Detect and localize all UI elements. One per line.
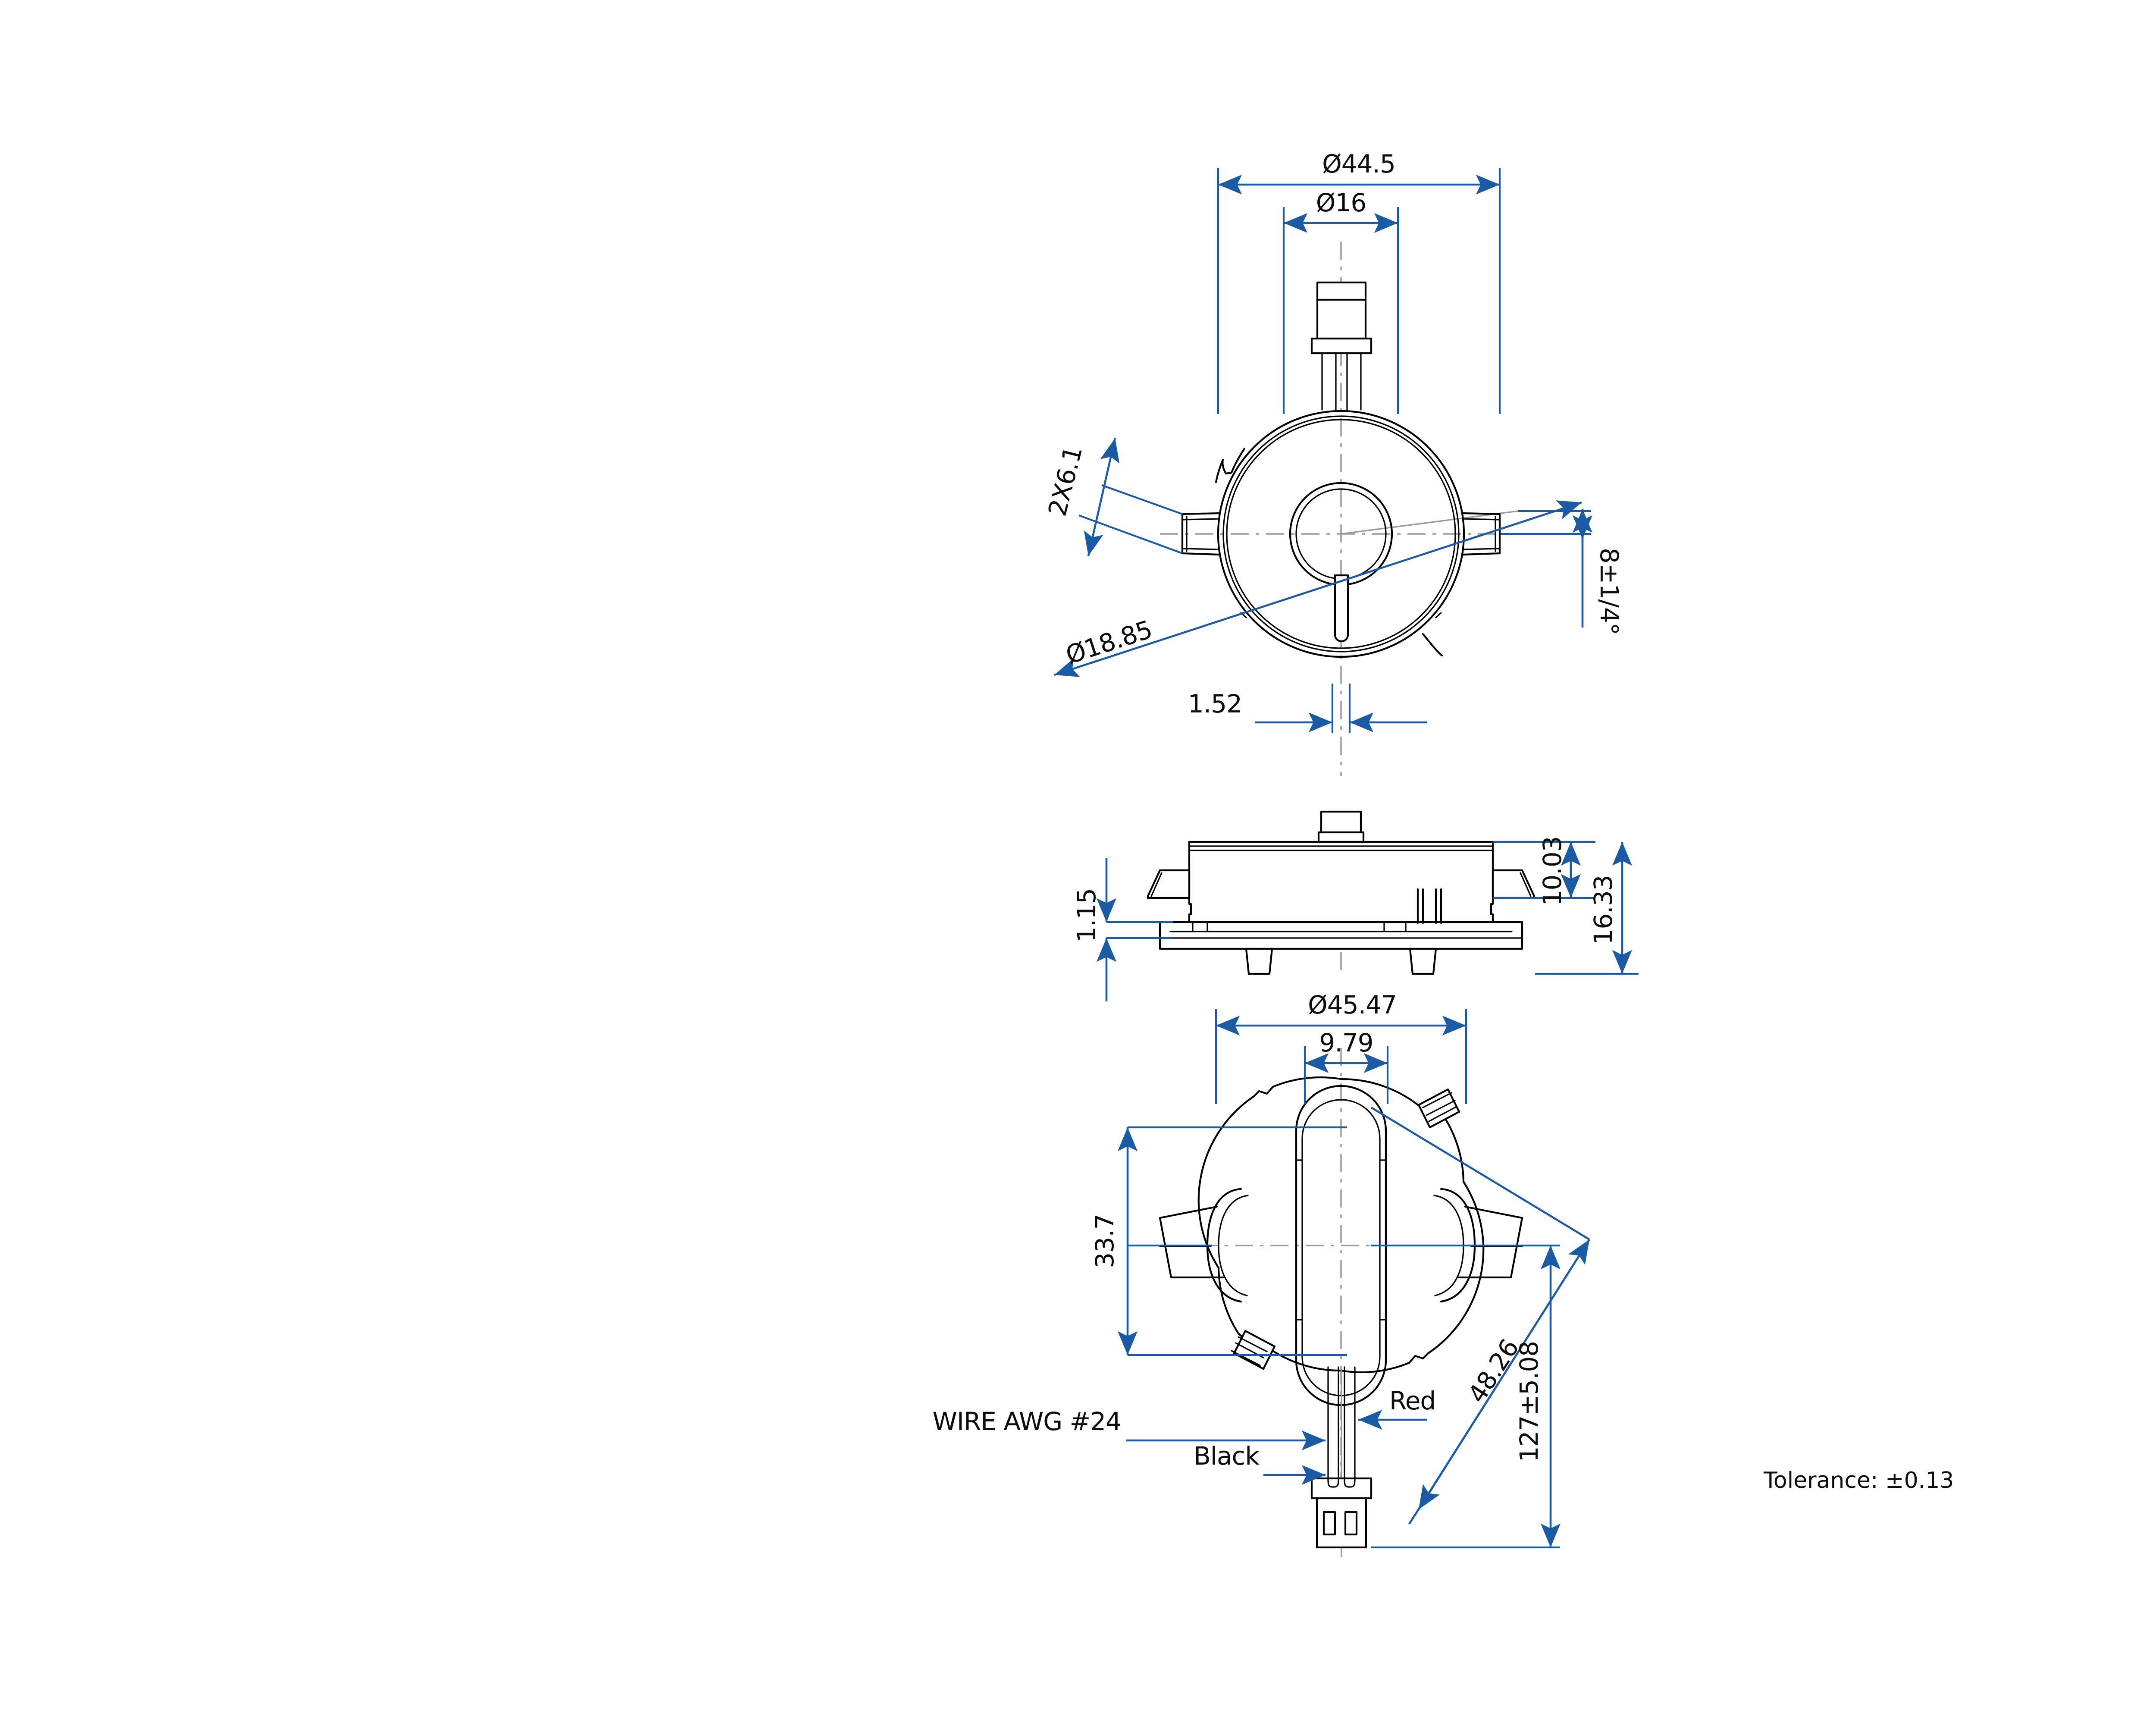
top-view: Ø44.5 Ø16 2X6.1 Ø18.85 8±1/4° [1043,149,1624,776]
callout-wire-gauge: WIRE AWG #24 [933,1407,1326,1450]
dim-label-outer-diameter: Ø44.5 [1322,149,1395,179]
callout-wire-red: Red [1358,1386,1436,1430]
dim-label-angle: 8±1/4° [1595,548,1624,635]
bottom-center-slot [1295,1085,1387,1406]
callout-label-wire-black: Black [1194,1441,1260,1471]
callout-wire-black: Black [1194,1441,1326,1485]
dim-bottom-wire-length: 127±5.08 [1371,1244,1561,1549]
side-leg-right [1409,947,1437,975]
dim-top-outer-diameter: Ø44.5 [1217,149,1501,414]
dim-side-flange-thickness: 1.15 [1072,858,1173,1001]
side-right-clip [1492,869,1536,899]
dim-side-body-height: 10.03 [1493,836,1595,906]
side-view: 1.15 10.03 16.33 [1072,810,1639,1001]
bottom-feature-upper-right [1417,1088,1460,1129]
dim-bottom-slot-width: 9.79 [1304,1028,1389,1104]
side-connector-stub [1317,810,1365,843]
dim-bottom-flange-diameter: Ø45.47 [1215,990,1467,1104]
top-rim-mark-right [1435,612,1442,618]
dim-label-flange-diameter: Ø45.47 [1308,990,1397,1020]
dim-label-bottom-slot-width: 9.79 [1319,1028,1373,1057]
dim-label-tab-span: 33.7 [1090,1214,1119,1268]
callout-label-wire-red: Red [1389,1386,1435,1415]
top-keyway-slot [1334,574,1349,643]
bottom-center-slot-inner [1301,1099,1381,1396]
bottom-view: Ø45.47 9.79 33.7 48.26 [933,990,1590,1557]
dim-bottom-tab-span: 33.7 [1090,1126,1347,1356]
dim-top-tab-width: 2X6.1 [1043,438,1183,556]
dim-label-body-height: 10.03 [1538,836,1567,906]
dim-top-boss-diameter: Ø16 [1282,188,1399,414]
dim-label-flange-thickness: 1.15 [1072,888,1101,942]
dim-top-angle: 8±1/4° [1501,509,1624,635]
top-rim-notch-lower [1422,633,1443,657]
dim-side-overall-height: 16.33 [1535,842,1639,975]
side-base-plate [1159,921,1523,950]
side-leg-left [1245,947,1273,975]
dim-label-overall-height: 16.33 [1589,875,1618,944]
side-body [1188,841,1494,923]
dim-label-tab-width: 2X6.1 [1043,443,1088,519]
dim-label-bolt-circle: Ø18.85 [1062,615,1156,670]
side-left-clip [1147,869,1191,899]
dim-label-boss-diameter: Ø16 [1316,188,1366,217]
bottom-feature-lower-left [1231,1330,1276,1370]
dim-label-wire-length: 127±5.08 [1514,1341,1544,1462]
top-rim-notch [1215,447,1246,483]
dim-bottom-diagonal: 48.26 [1370,1107,1590,1525]
bottom-connector-housing [1310,1477,1373,1549]
tolerance-note: Tolerance: ±0.13 [1763,1468,1954,1493]
dim-label-slot-width: 1.52 [1188,689,1242,718]
callout-label-wire-gauge: WIRE AWG #24 [933,1407,1121,1436]
dim-top-slot-width: 1.52 [1188,684,1427,733]
top-connector-stub [1310,281,1373,411]
